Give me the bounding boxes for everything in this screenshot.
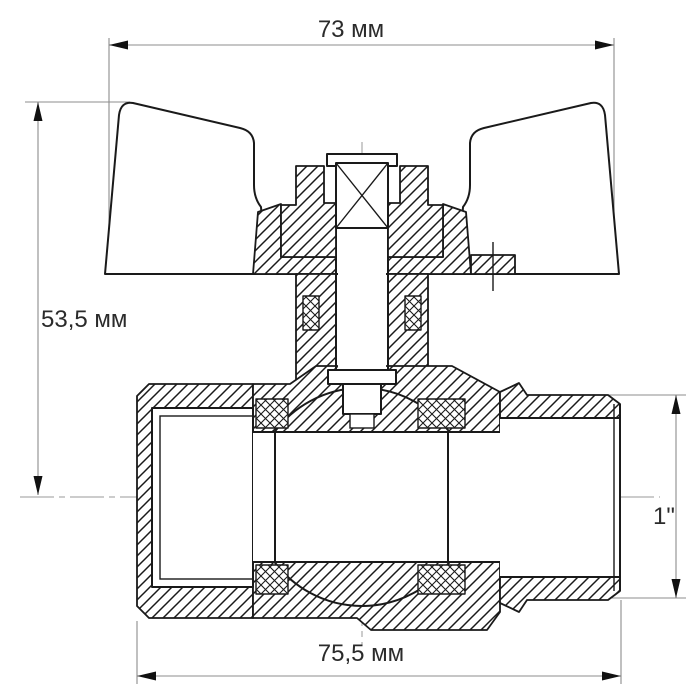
stem-tang xyxy=(342,383,382,415)
handle-left-wing xyxy=(104,101,267,275)
dimension-top-width: 73 мм xyxy=(108,16,615,271)
arrowhead-left xyxy=(109,40,128,50)
seat-bottom-right xyxy=(417,564,466,595)
dimension-right-thread: 1" xyxy=(600,394,686,599)
seat-top-left xyxy=(255,398,289,429)
gland-assembly xyxy=(280,153,444,258)
arrowhead-right xyxy=(602,671,621,681)
left-port-bore xyxy=(151,407,254,588)
arrowhead-bottom xyxy=(33,476,43,495)
arrowhead-top xyxy=(33,102,43,121)
butterfly-handle xyxy=(104,101,620,275)
gland-nut-right xyxy=(387,165,444,258)
seat-bottom-left xyxy=(255,564,289,595)
dimension-label-left-height: 53,5 мм xyxy=(41,306,127,333)
stem-assembly xyxy=(327,228,397,429)
dimension-bottom-length: 75,5 мм xyxy=(136,600,622,684)
stem-tang-step xyxy=(349,413,375,429)
stem-nut-cross-mark xyxy=(335,162,389,229)
valve-body xyxy=(136,365,621,631)
arrowhead-left xyxy=(137,671,156,681)
arrowhead-top xyxy=(671,395,681,414)
stem-packing-right xyxy=(404,295,422,331)
arrowhead-right xyxy=(595,40,614,50)
stem-collar xyxy=(327,369,397,385)
ball-bore xyxy=(253,432,500,562)
gland-nut-left xyxy=(280,165,337,258)
dimension-label-top-width: 73 мм xyxy=(318,16,384,43)
right-port-wall-bottom xyxy=(499,576,621,613)
dimension-label-bottom-length: 75,5 мм xyxy=(318,640,404,667)
handle-right-wing xyxy=(457,101,620,275)
stem-packing-left xyxy=(302,295,320,331)
dimension-label-right-thread: 1" xyxy=(653,503,675,530)
right-port-wall-top xyxy=(499,382,621,419)
seat-top-right xyxy=(417,398,466,429)
dimension-left-height: 53,5 мм xyxy=(25,101,130,495)
right-port-bore xyxy=(500,418,620,577)
stem-shaft xyxy=(338,228,386,378)
arrowhead-bottom xyxy=(671,579,681,598)
